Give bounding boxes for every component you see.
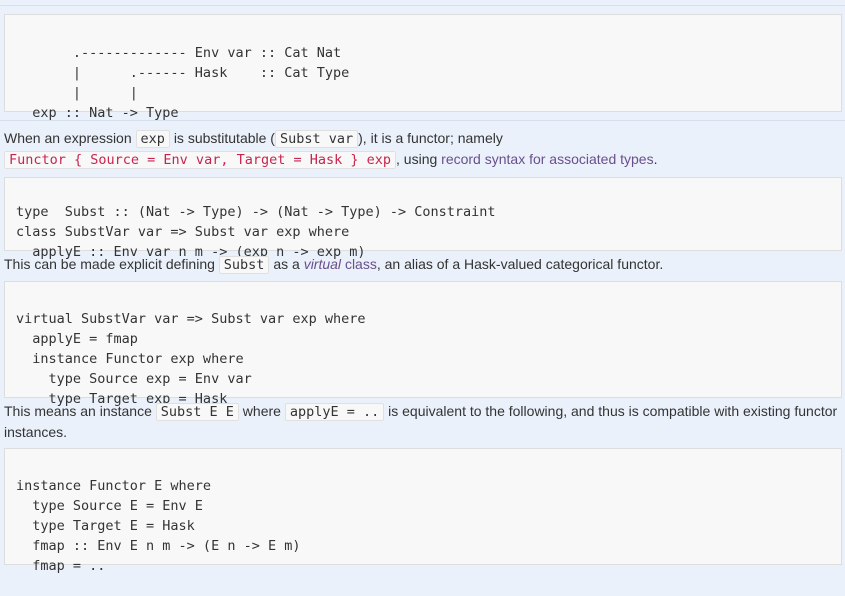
inline-code-subst-var: Subst var [274, 130, 359, 148]
top-divider [0, 5, 845, 6]
code-block-kind-diagram: .------------- Env var :: Cat Nat | .---… [4, 14, 842, 121]
paragraph-substitutable: When an expression exp is substitutable … [4, 128, 842, 170]
code-line: | .------ Hask :: Cat Type [16, 65, 350, 81]
link-record-syntax[interactable]: record syntax for associated types [441, 151, 654, 167]
text: This can be made explicit defining [4, 256, 215, 272]
code-line: fmap :: Env E n m -> (E n -> E m) [16, 538, 301, 554]
text: where [242, 403, 281, 419]
text: When an expression [4, 130, 132, 146]
code-line: applyE :: Env var n m -> (exp n -> exp m… [16, 244, 366, 260]
text: is substitutable ( [173, 130, 275, 146]
code-line: type Target E = Hask [16, 518, 195, 534]
code-line: type Target exp = Hask [16, 391, 228, 407]
code-line: instance Functor E where [16, 478, 212, 494]
text: is equivalent to the following, and thus… [4, 403, 838, 440]
paragraph-instance-equivalence: This means an instance Subst E E where a… [4, 401, 842, 442]
inline-code-functor-record: Functor { Source = Env var, Target = Has… [4, 151, 397, 169]
link-virtual-class[interactable]: virtual class [304, 256, 377, 272]
text: . [653, 151, 658, 167]
text: as a [273, 256, 300, 272]
code-line: virtual SubstVar var => Subst var exp wh… [16, 311, 366, 327]
emphasis-virtual: virtual [303, 256, 342, 272]
link-text: class [344, 256, 377, 272]
inline-code-subst-e-e: Subst E E [155, 403, 239, 421]
code-block-subst-class: type Subst :: (Nat -> Type) -> (Nat -> T… [4, 177, 842, 260]
text: ), it is a functor; namely [358, 130, 503, 146]
inline-code-subst: Subst [218, 256, 270, 274]
inline-code-applye: applyE = .. [284, 403, 385, 421]
text: , an alias of a Hask-valued categorical … [376, 256, 664, 272]
code-line: .------------- Env var :: Cat Nat [16, 45, 342, 61]
code-line: type Source E = Env E [16, 498, 203, 514]
text: , using [396, 151, 438, 167]
code-line: | | [16, 85, 138, 101]
code-line: applyE = fmap [16, 331, 138, 347]
paragraph-virtual-class: This can be made explicit defining Subst… [4, 254, 842, 275]
text: This means an instance [4, 403, 152, 419]
code-line: type Subst :: (Nat -> Type) -> (Nat -> T… [16, 204, 496, 220]
code-block-functor-instance: instance Functor E where type Source E =… [4, 448, 842, 574]
inline-code-exp: exp [135, 130, 170, 148]
code-line: instance Functor exp where [16, 351, 244, 367]
code-line: class SubstVar var => Subst var exp wher… [16, 224, 350, 240]
code-block-virtual-substvar: virtual SubstVar var => Subst var exp wh… [4, 281, 842, 407]
code-line: exp :: Nat -> Type [16, 105, 179, 121]
code-line: type Source exp = Env var [16, 371, 252, 387]
section-divider [0, 120, 845, 121]
code-line: fmap = .. [16, 558, 106, 574]
